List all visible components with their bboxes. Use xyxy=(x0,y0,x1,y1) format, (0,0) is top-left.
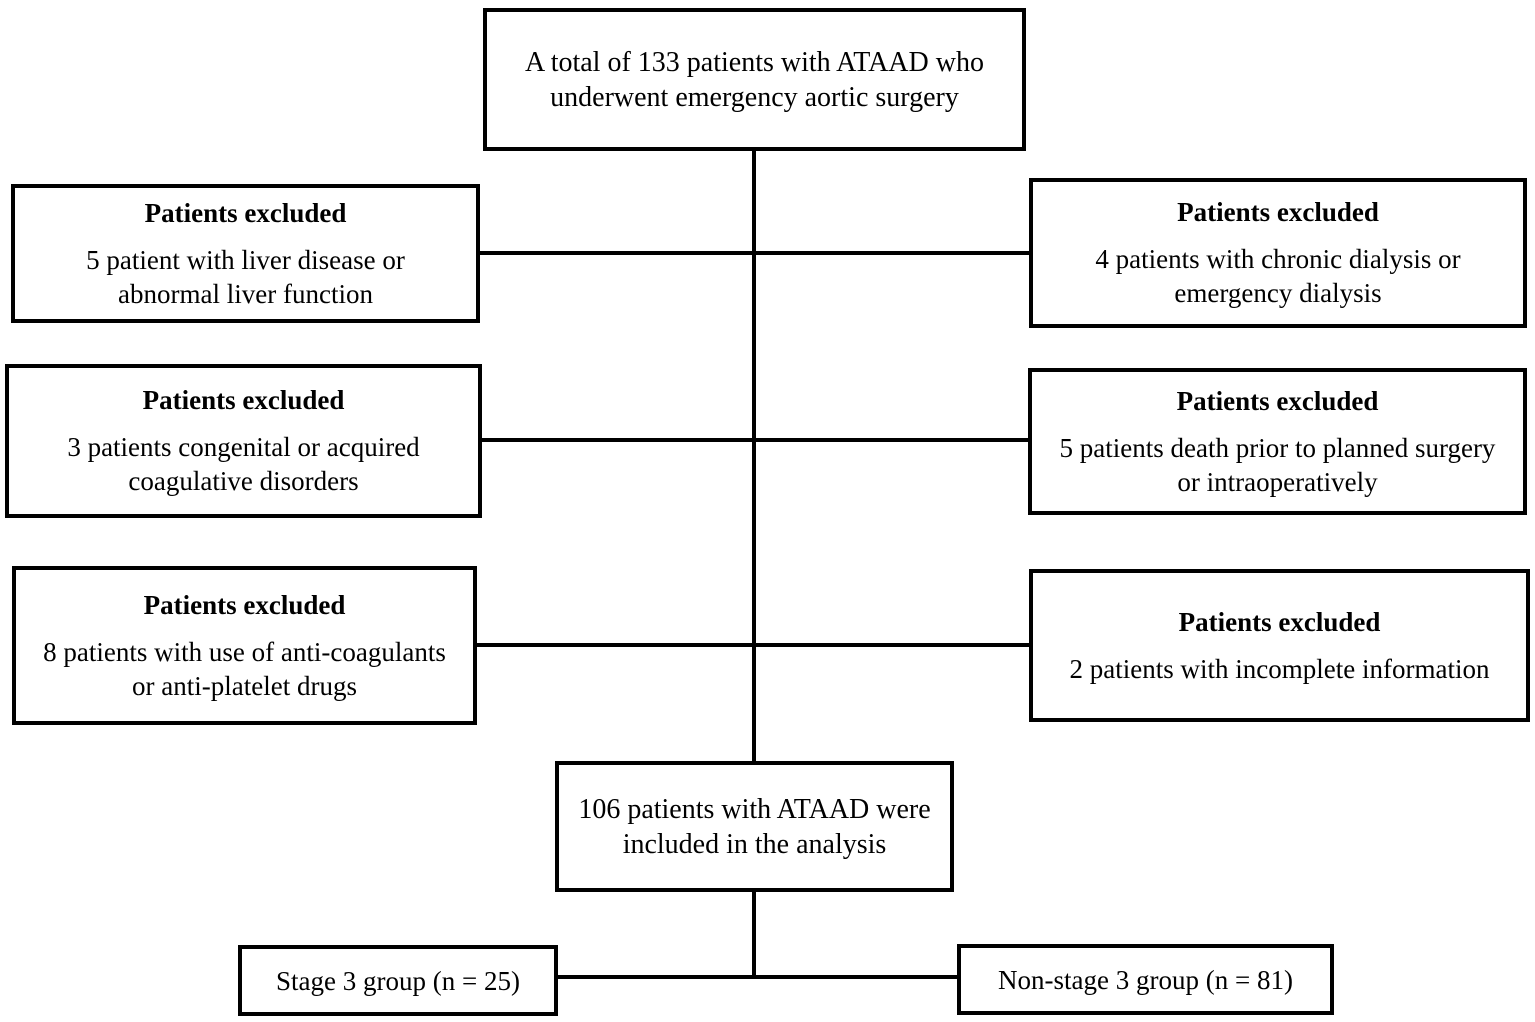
exclusion-text: 5 patients death prior to planned surger… xyxy=(1059,432,1496,497)
exclusion-title: Patients excluded xyxy=(143,589,346,620)
row1-horizontal-connector xyxy=(477,251,1032,255)
exclusion-box-dialysis: Patients excluded 4 patients with chroni… xyxy=(1029,178,1527,328)
exclusion-box-coagulative: Patients excluded 3 patients congenital … xyxy=(5,364,482,518)
main-vertical-connector xyxy=(752,148,756,763)
included-box: 106 patients with ATAAD were included in… xyxy=(555,761,954,892)
exclusion-box-death: Patients excluded 5 patients death prior… xyxy=(1028,368,1527,515)
exclusion-box-anticoagulants: Patients excluded 8 patients with use of… xyxy=(12,566,477,725)
start-box: A total of 133 patients with ATAAD who u… xyxy=(483,8,1026,151)
exclusion-title: Patients excluded xyxy=(1176,385,1379,416)
exclusion-text: 8 patients with use of anti-coagulants o… xyxy=(43,636,446,701)
groups-horizontal-connector xyxy=(556,975,959,979)
start-text: A total of 133 patients with ATAAD who u… xyxy=(525,46,984,113)
exclusion-text: 5 patient with liver disease or abnormal… xyxy=(86,244,405,309)
included-text: 106 patients with ATAAD were included in… xyxy=(578,793,931,860)
non-stage3-group-box: Non-stage 3 group (n = 81) xyxy=(957,944,1334,1015)
exclusion-title: Patients excluded xyxy=(1177,197,1379,227)
exclusion-text: 4 patients with chronic dialysis or emer… xyxy=(1095,244,1461,308)
exclusion-title: Patients excluded xyxy=(1178,606,1381,637)
exclusion-text: 3 patients congenital or acquired coagul… xyxy=(67,432,420,496)
stage3-group-box: Stage 3 group (n = 25) xyxy=(238,945,558,1016)
lower-vertical-connector xyxy=(752,889,756,979)
exclusion-title: Patients excluded xyxy=(142,385,345,415)
row2-horizontal-connector xyxy=(478,438,1032,442)
exclusion-box-incomplete: Patients excluded 2 patients with incomp… xyxy=(1029,569,1530,722)
non-stage3-group-text: Non-stage 3 group (n = 81) xyxy=(998,964,1293,995)
exclusion-box-liver: Patients excluded 5 patient with liver d… xyxy=(11,184,480,323)
exclusion-text: 2 patients with incomplete information xyxy=(1069,653,1490,684)
exclusion-title: Patients excluded xyxy=(144,197,347,228)
stage3-group-text: Stage 3 group (n = 25) xyxy=(276,965,520,996)
row3-horizontal-connector xyxy=(473,643,1032,647)
